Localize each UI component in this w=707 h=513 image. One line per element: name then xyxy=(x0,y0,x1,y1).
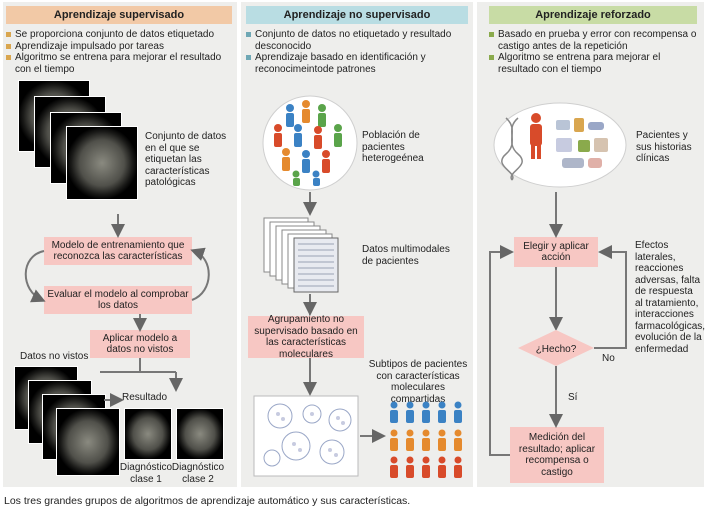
subtypes-label: Subtipos de pacientes con característica… xyxy=(368,359,468,405)
bullet-item: Algoritmo se entrena para mejorar el res… xyxy=(6,52,232,75)
medication-icons xyxy=(556,118,608,168)
bullet-item: Conjunto de datos no etiquetado y result… xyxy=(246,29,468,52)
unsupervised-header: Aprendizaje no supervisado xyxy=(246,6,468,24)
supervised-bullets: Se proporciona conjunto de datos etiquet… xyxy=(6,29,232,75)
evaluate-model-box: Evaluar el modelo al comprobar los datos xyxy=(44,286,192,314)
bullet-item: Basado en prueba y error con recompensa … xyxy=(489,29,699,52)
mri-brain-image xyxy=(66,126,138,200)
train-model-box: Modelo de entrenamiento que reconozca la… xyxy=(44,237,192,265)
dna-icon xyxy=(501,117,523,181)
population-label: Población de pacientes heterogeénea xyxy=(362,130,424,164)
diagnosis-class-2-label: Diagnóstico clase 2 xyxy=(171,462,225,485)
reinforcement-header: Aprendizaje reforzado xyxy=(489,6,697,24)
bullet-item: Aprendizaje basado en identificación y r… xyxy=(246,52,468,75)
multimodal-data-label: Datos multimodales de pacientes xyxy=(362,244,450,267)
dataset-label: Conjunto de datos en el que se etiquetan… xyxy=(145,131,227,188)
cluster-circles xyxy=(263,403,352,467)
decision-diamond xyxy=(518,330,594,366)
unsupervised-bullets: Conjunto de datos no etiquetado y result… xyxy=(246,29,468,75)
mri-brain-image xyxy=(56,408,120,476)
loop-arrow xyxy=(24,250,46,303)
diagnosis-class-1-label: Diagnóstico clase 1 xyxy=(119,462,173,485)
measure-result-box: Medición del resultado; aplicar recompen… xyxy=(510,427,604,483)
choose-action-box: Elegir y aplicar acción xyxy=(514,237,598,267)
supervised-header: Aprendizaje supervisado xyxy=(6,6,232,24)
figure-caption: Los tres grandes grupos de algoritmos de… xyxy=(4,495,411,507)
feedback-arrow xyxy=(489,245,514,456)
yes-label: Sí xyxy=(568,392,578,403)
clustering-box: Agrupamiento no supervisado basado en la… xyxy=(248,314,364,360)
decision-label: ¿Hecho? xyxy=(536,344,577,355)
result-label: Resultado xyxy=(122,392,168,403)
bullet-item: Se proporciona conjunto de datos etiquet… xyxy=(6,29,232,41)
mri-brain-image xyxy=(176,408,224,460)
reinforcement-bullets: Basado en prueba y error con recompensa … xyxy=(489,29,699,75)
unseen-data-label: Datos no vistos xyxy=(20,351,89,362)
loop-arrow xyxy=(190,247,210,301)
side-effects-label: Efectos laterales, reacciones adversas, … xyxy=(635,240,706,355)
mri-brain-image xyxy=(124,408,172,460)
patient-subtype-groups xyxy=(390,401,462,478)
patient-figure-icon xyxy=(530,113,542,159)
apply-model-box: Aplicar modelo a datos no vistos xyxy=(90,330,190,358)
no-branch-arrow xyxy=(594,245,627,349)
bullet-item: Aprendizaje impulsado por tareas xyxy=(6,41,232,53)
data-matrix-stack xyxy=(263,217,339,293)
no-label: No xyxy=(602,353,615,364)
patients-label: Pacientes y sus historias clínicas xyxy=(636,130,692,164)
person-icons xyxy=(274,100,342,186)
bullet-item: Algoritmo se entrena para mejorar el res… xyxy=(489,52,699,75)
